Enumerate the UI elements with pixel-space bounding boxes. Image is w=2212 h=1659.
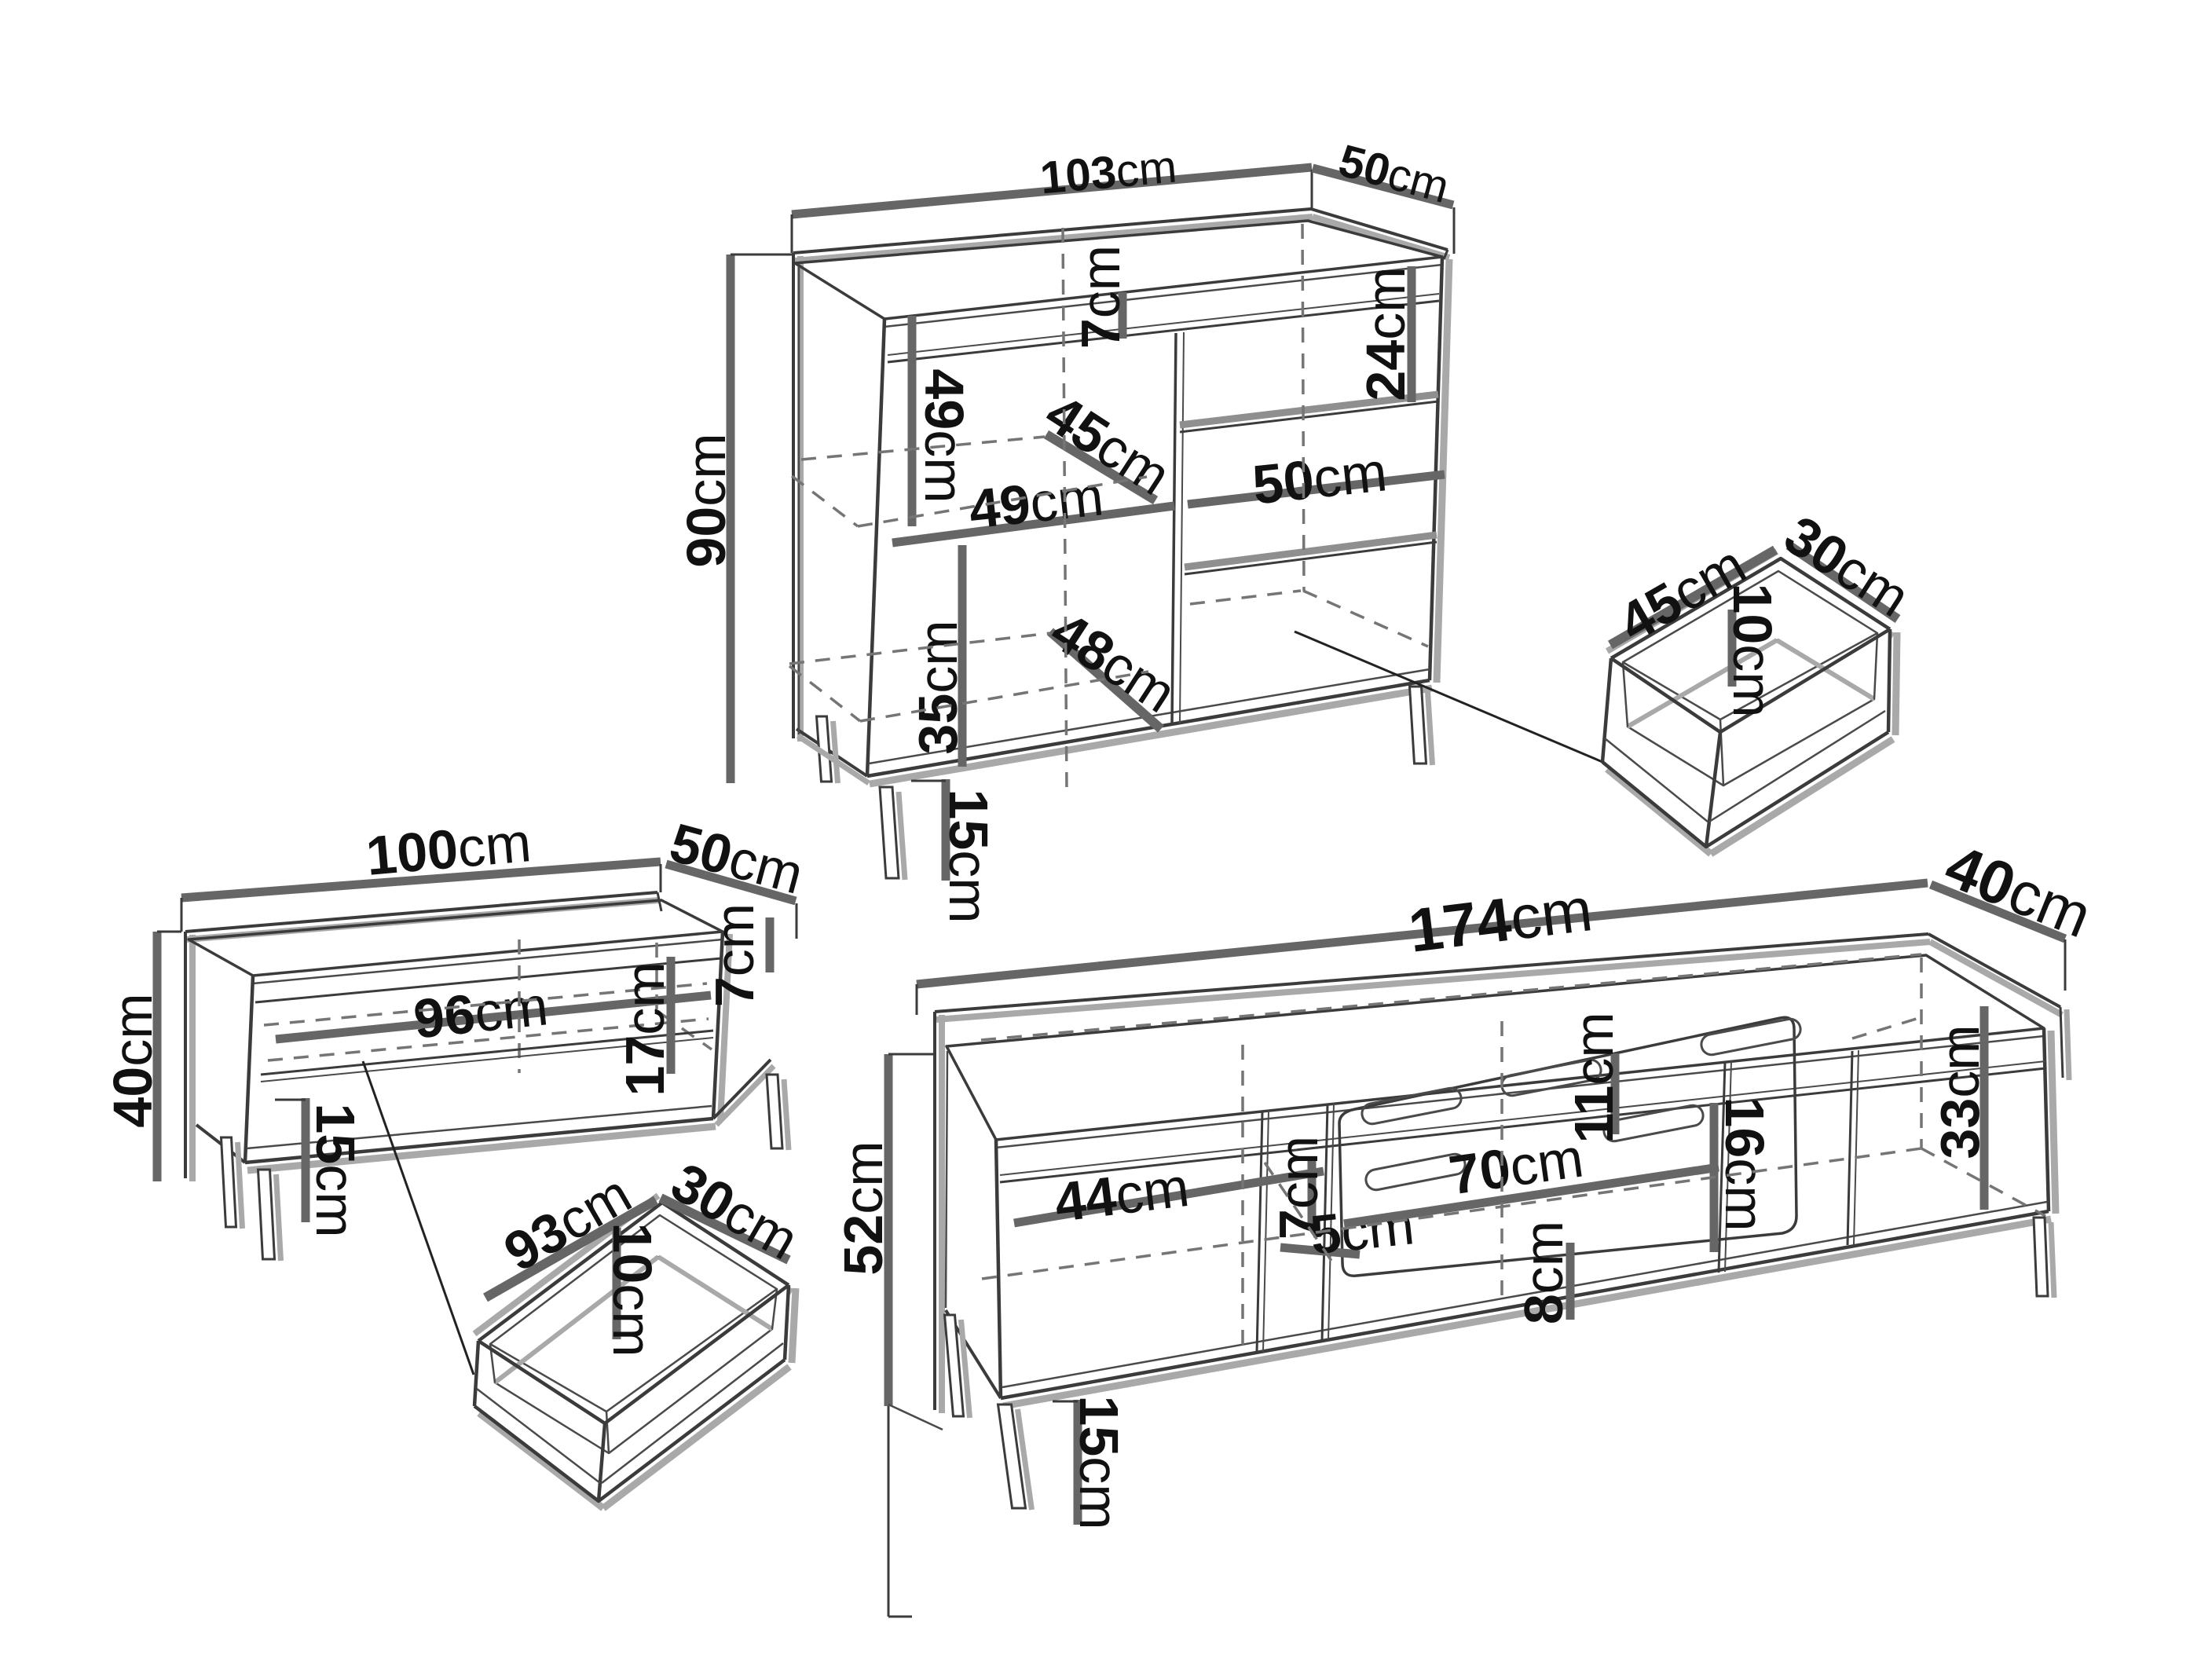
svg-text:17cm: 17cm [614,961,676,1096]
svg-text:7cm: 7cm [1070,245,1131,349]
svg-text:15cm: 15cm [305,1103,366,1237]
svg-text:35cm: 35cm [907,620,969,754]
svg-text:10cm: 10cm [602,1222,663,1357]
svg-text:50cm: 50cm [1250,441,1390,515]
svg-text:96cm: 96cm [411,975,551,1049]
svg-text:70cm: 70cm [1445,1126,1587,1206]
svg-text:8cm: 8cm [1513,1221,1574,1324]
svg-text:24cm: 24cm [1355,266,1416,401]
svg-text:16cm: 16cm [1714,1097,1775,1231]
svg-text:103cm: 103cm [1038,141,1179,204]
svg-text:11cm: 11cm [1563,1012,1624,1143]
svg-text:40cm: 40cm [102,993,163,1127]
svg-text:44cm: 44cm [1051,1156,1192,1233]
svg-text:15cm: 15cm [1068,1395,1130,1529]
svg-text:33cm: 33cm [1929,1024,1990,1159]
svg-text:7cm: 7cm [704,903,765,1007]
svg-text:10cm: 10cm [1722,583,1783,717]
svg-text:52cm: 52cm [833,1141,894,1275]
svg-text:90cm: 90cm [676,433,737,567]
svg-text:174cm: 174cm [1405,874,1596,965]
svg-text:49cm: 49cm [966,465,1106,540]
svg-text:49cm: 49cm [914,368,975,503]
svg-text:100cm: 100cm [364,811,533,887]
svg-text:50cm: 50cm [664,811,810,906]
svg-text:15cm: 15cm [938,789,999,923]
